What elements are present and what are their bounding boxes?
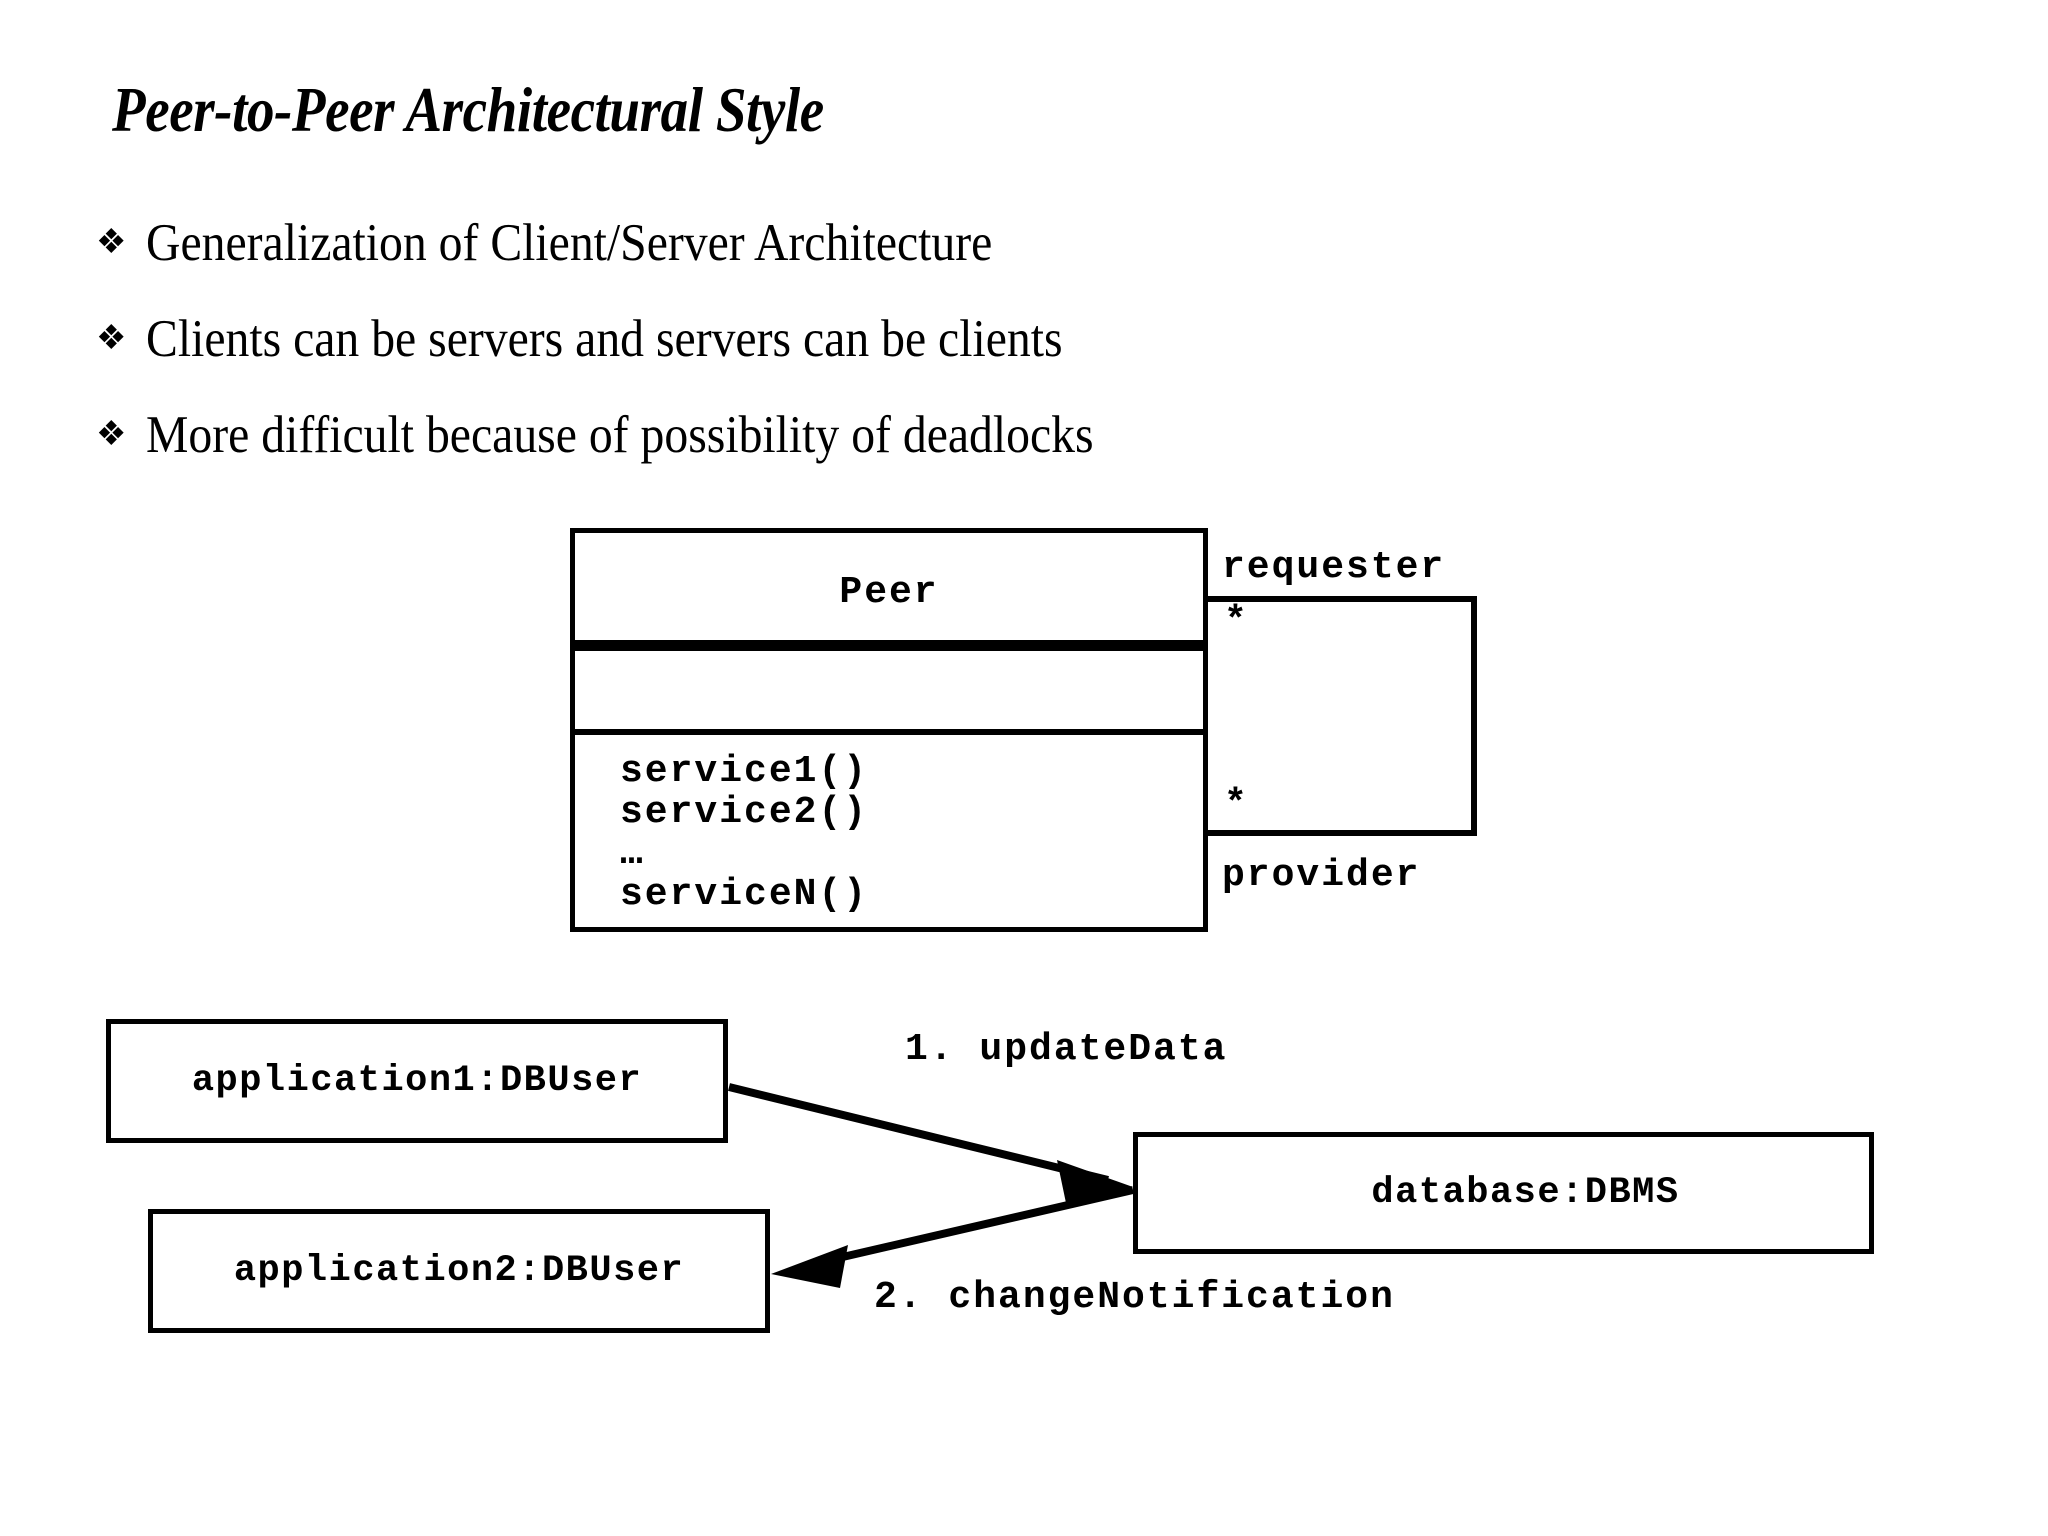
uml-attribute-operation-separator xyxy=(575,729,1203,735)
uml-operation: serviceN() xyxy=(620,873,869,916)
message-label-1: 1. updateData xyxy=(905,1028,1228,1071)
bullet-list: ❖ Generalization of Client/Server Archit… xyxy=(90,210,1790,498)
message-label-2: 2. changeNotification xyxy=(874,1276,1395,1319)
list-item: ❖ Clients can be servers and servers can… xyxy=(90,306,1790,378)
bullet-text: Generalization of Client/Server Architec… xyxy=(146,214,993,272)
uml-operation: service1() xyxy=(620,750,869,793)
association-role-requester: requester xyxy=(1222,546,1446,589)
association-multiplicity-top: * xyxy=(1224,600,1249,643)
uml-operation-ellipsis: … xyxy=(620,832,645,875)
message-arrow-2 xyxy=(771,1186,1134,1288)
object-box-application2: application2:DBUser xyxy=(148,1209,770,1333)
diamond-bullet-icon: ❖ xyxy=(96,224,127,261)
bullet-text: Clients can be servers and servers can b… xyxy=(146,310,1063,368)
uml-name-attribute-separator xyxy=(575,640,1203,651)
object-label: application2:DBUser xyxy=(233,1250,685,1292)
uml-operation: service2() xyxy=(620,791,869,834)
uml-class-box-peer: Peer service1() service2() … serviceN() xyxy=(570,528,1208,932)
diamond-bullet-icon: ❖ xyxy=(96,320,127,357)
association-line-top xyxy=(1205,596,1477,602)
object-box-database: database:DBMS xyxy=(1133,1132,1874,1254)
page-title: Peer-to-Peer Architectural Style xyxy=(112,74,824,145)
diamond-bullet-icon: ❖ xyxy=(96,416,127,453)
object-label: database:DBMS xyxy=(1371,1172,1680,1214)
association-line-bottom xyxy=(1205,830,1477,836)
association-multiplicity-bottom: * xyxy=(1224,783,1249,826)
association-line-right xyxy=(1471,596,1477,836)
list-item: ❖ More difficult because of possibility … xyxy=(90,402,1790,474)
bullet-text: More difficult because of possibility of… xyxy=(146,406,1094,464)
message-arrow-1 xyxy=(728,1083,1133,1203)
object-label: application1:DBUser xyxy=(191,1060,643,1102)
list-item: ❖ Generalization of Client/Server Archit… xyxy=(90,210,1790,282)
object-box-application1: application1:DBUser xyxy=(106,1019,728,1143)
association-role-provider: provider xyxy=(1222,854,1421,897)
uml-class-name: Peer xyxy=(839,571,939,614)
uml-operations-compartment: service1() service2() … serviceN() xyxy=(620,751,868,915)
